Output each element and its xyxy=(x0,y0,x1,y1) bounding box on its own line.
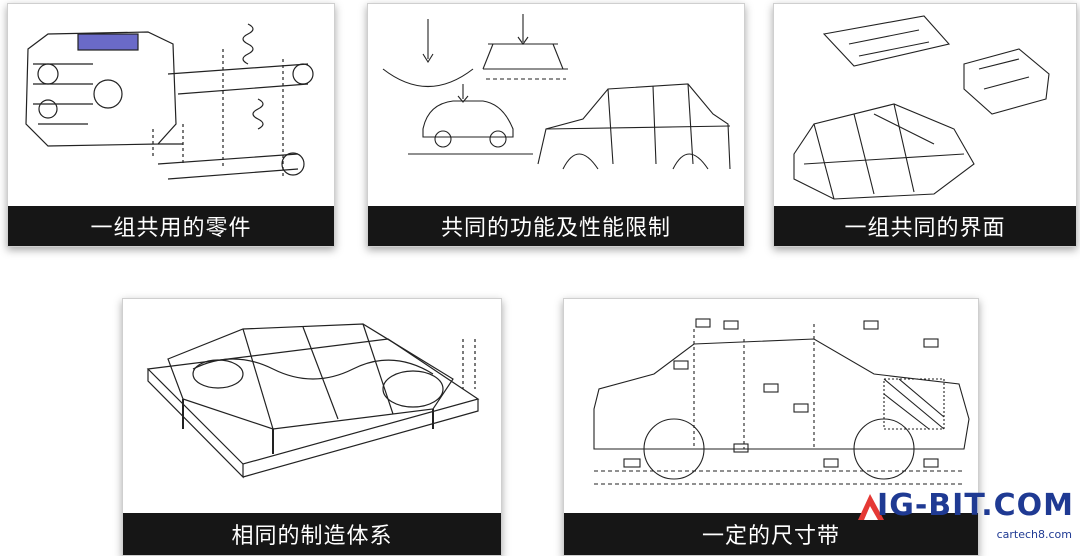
panel-shared-interface: 一组共同的界面 xyxy=(773,3,1077,247)
watermark-subtitle: cartech8.com xyxy=(996,528,1072,541)
panel-caption: 一组共用的零件 xyxy=(8,206,334,246)
floor-pan-drawing xyxy=(774,4,1076,206)
panel-caption: 共同的功能及性能限制 xyxy=(368,206,744,246)
panel-caption: 相同的制造体系 xyxy=(123,513,501,555)
watermark-brand: IG-BIT.COM xyxy=(877,488,1074,523)
logo-icon xyxy=(858,494,884,520)
panel-shared-function: 共同的功能及性能限制 xyxy=(367,3,745,247)
engine-suspension-drawing xyxy=(8,4,334,206)
sedan-dimension-drawing xyxy=(564,299,978,513)
underbody-fixture-drawing xyxy=(123,299,501,513)
load-body-drawing xyxy=(368,4,744,206)
panel-shared-manufacturing: 相同的制造体系 xyxy=(122,298,502,556)
panel-caption: 一定的尺寸带 xyxy=(564,513,978,555)
panel-fixed-dimensions: 一定的尺寸带 xyxy=(563,298,979,556)
site-watermark: IG-BIT.COM cartech8.com xyxy=(846,484,1076,554)
panel-shared-parts: 一组共用的零件 xyxy=(7,3,335,247)
panel-caption: 一组共同的界面 xyxy=(774,206,1076,246)
